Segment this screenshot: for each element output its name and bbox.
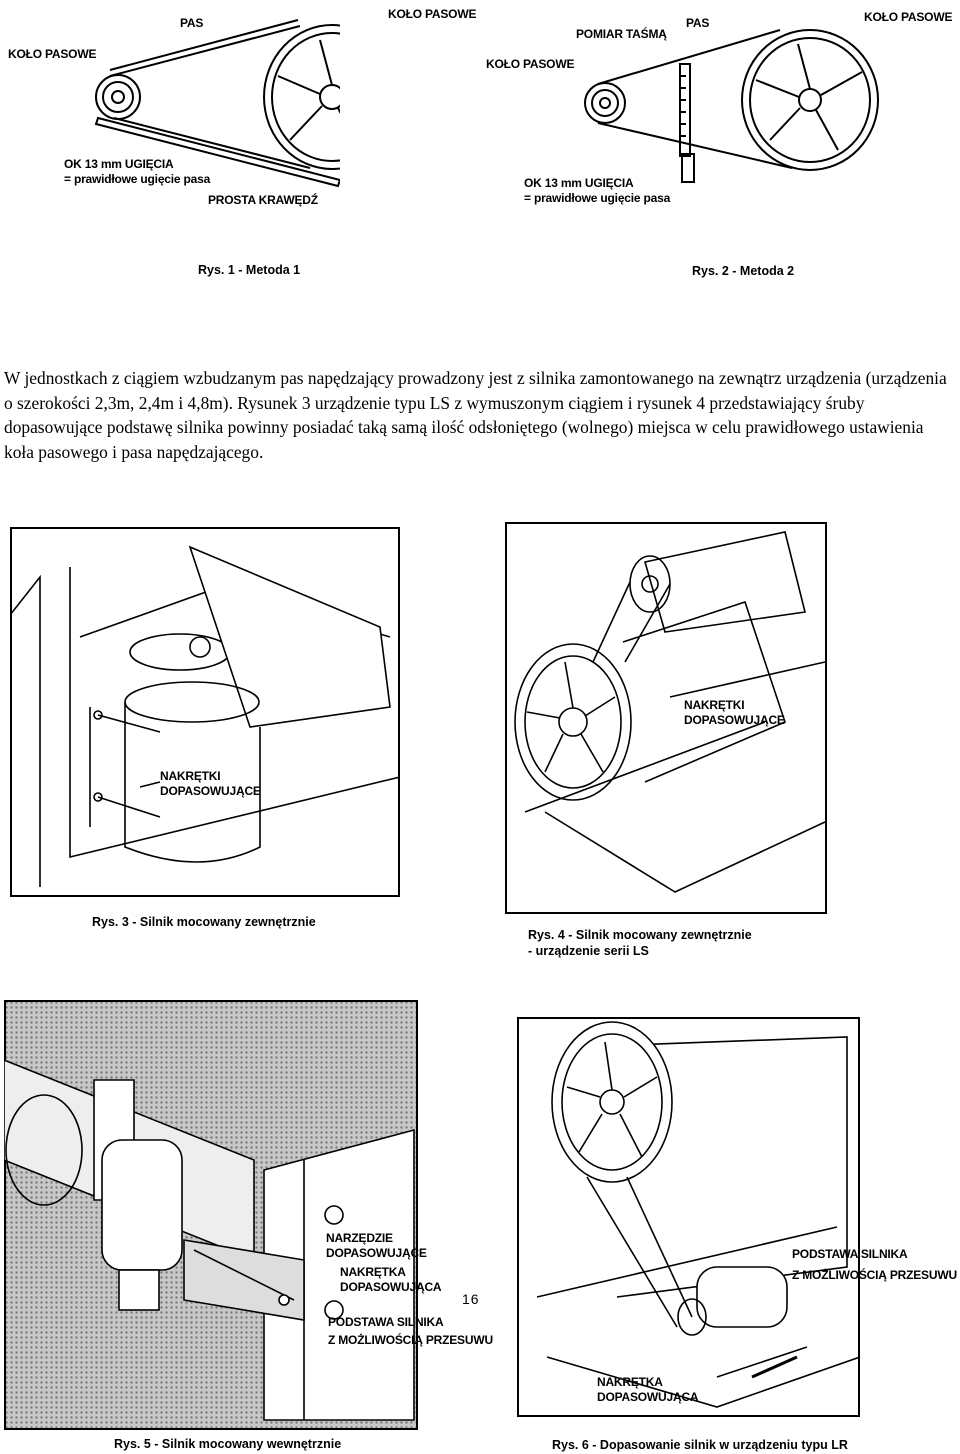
label-adjusting-nut-2: DOPASOWUJĄCA [340, 1280, 442, 1294]
figure-1-drawing: PAS KOŁO PASOWE KOŁO PASOWE OK 13 mm UGI… [0, 0, 476, 277]
caption-figure-4-line1: Rys. 4 - Silnik mocowany zewnętrznie [528, 928, 752, 942]
caption-figure-6: Rys. 6 - Dopasowanie silnik w urządzeniu… [552, 1438, 848, 1452]
label-tool: NARZĘDZIE [326, 1231, 393, 1245]
label-adjusting: DOPASOWUJĄCE [684, 713, 785, 727]
label-sliding-base: Z MOŻLIWOŚCIĄ PRZESUWU [328, 1333, 493, 1347]
figure-5-drawing: NARZĘDZIE Rys. 5 - Silnik mocowany wewnę… [4, 1000, 418, 1451]
label-pas: PAS [686, 16, 710, 30]
caption-figure-3: Rys. 3 - Silnik mocowany zewnętrznie [92, 915, 316, 929]
caption-figure-5: Rys. 5 - Silnik mocowany wewnętrznie [114, 1437, 342, 1451]
label-adjusting-tool: DOPASOWUJĄCE [326, 1246, 427, 1260]
motor-adjustment-lr-illustration [517, 1017, 860, 1417]
label-tape-measure: POMIAR TAŚMĄ [576, 27, 667, 41]
figure-2-drawing: POMIAR TAŚMĄ PAS KOŁO PASOWE KOŁO PASOWE… [480, 0, 960, 278]
internal-motor-illustration [4, 1000, 418, 1430]
label-motor-base: PODSTAWA SILNIKA [328, 1315, 444, 1329]
label-ok-deflection: OK 13 mm UGIĘCIA [64, 157, 174, 171]
caption-figure-4-line2: - urządzenie serii LS [528, 944, 649, 958]
label-pulley-right: KOŁO PASOWE [388, 7, 477, 21]
label-nuts: NAKRĘTKI [160, 769, 221, 783]
label-adjusting: DOPASOWUJĄCE [160, 784, 261, 798]
label-adjusting-nut-2: DOPASOWUJĄCA [597, 1390, 699, 1404]
label-straight-edge: PROSTA KRAWĘDŹ [208, 193, 318, 207]
label-correct-deflection: = prawidłowe ugięcie pasa [64, 172, 211, 186]
figure-3-drawing: NAKRĘTKI DOPASOWUJĄCE Rys. 3 - Silnik mo… [10, 527, 400, 929]
label-pas: PAS [180, 16, 204, 30]
caption-figure-1: Rys. 1 - Metoda 1 [198, 263, 301, 277]
figure-6-drawing: PODSTAWA SILNIKA Z MOŻLIWOŚCIĄ PRZESUWU … [517, 1017, 957, 1417]
label-motor-base: PODSTAWA SILNIKA [792, 1247, 908, 1261]
external-motor-ls-series-illustration [505, 522, 827, 914]
belt-straight-edge-illustration [94, 19, 340, 188]
label-pulley-right: KOŁO PASOWE [864, 10, 953, 24]
label-correct-deflection: = prawidłowe ugięcie pasa [524, 191, 671, 205]
page-number: 16 [462, 1291, 480, 1307]
label-sliding-base: Z MOŻLIWOŚCIĄ PRZESUWU [792, 1268, 957, 1282]
label-nuts: NAKRĘTKI [684, 698, 745, 712]
label-ok-deflection: OK 13 mm UGIĘCIA [524, 176, 634, 190]
label-pulley-left: KOŁO PASOWE [8, 47, 97, 61]
label-adjusting-nut: NAKRĘTKA [597, 1375, 663, 1389]
body-paragraph: W jednostkach z ciągiem wzbudzanym pas n… [4, 368, 947, 462]
caption-figure-2: Rys. 2 - Metoda 2 [692, 264, 795, 278]
label-pulley-left: KOŁO PASOWE [486, 57, 575, 71]
figure-4-drawing: NAKRĘTKI DOPASOWUJĄCE Rys. 4 - Silnik mo… [505, 522, 827, 958]
external-motor-ls-illustration [10, 527, 400, 897]
label-adjusting-nut: NAKRĘTKA [340, 1265, 406, 1279]
belt-tape-measure-illustration [584, 29, 879, 183]
